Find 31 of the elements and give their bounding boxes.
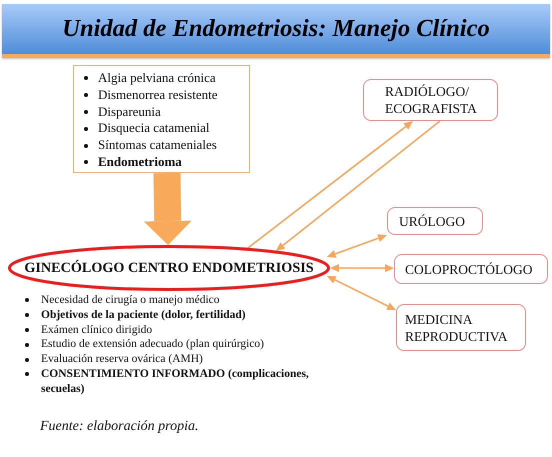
arrow xyxy=(326,234,387,258)
list-item: Síntomas catameniales xyxy=(98,137,217,154)
box-label: URÓLOGO xyxy=(399,212,465,230)
rounded-box xyxy=(363,79,498,121)
ellipse-node xyxy=(8,245,330,291)
list-item: Evaluación reserva ovárica (AMH) xyxy=(41,352,204,367)
arrow xyxy=(276,120,440,251)
rounded-box xyxy=(394,254,548,284)
list-item: Algia pelviana crónica xyxy=(98,70,216,87)
list-item: Necesidad de cirugía o manejo médico xyxy=(41,293,220,308)
list-box xyxy=(73,65,250,173)
list-item: CONSENTIMIENTO INFORMADO (complicaciones, secuelas) xyxy=(41,366,310,397)
list-item: Dismenorrea resistente xyxy=(98,86,218,104)
list-item: Exámen clínico dirigido xyxy=(41,322,154,338)
rounded-box xyxy=(396,304,526,351)
list-item: Objetivos de la paciente (dolor, fertilidad) xyxy=(41,308,247,323)
arrow xyxy=(330,264,394,272)
box-label: RADIÓLOGO/ ECOGRAFISTA xyxy=(385,83,478,117)
arrow xyxy=(326,276,396,310)
rounded-box xyxy=(387,207,483,235)
caption: Fuente: elaboración propia. xyxy=(40,419,199,435)
list-item: Disquecia catamenial xyxy=(98,120,210,138)
arrow xyxy=(247,121,413,249)
list-item: Estudio de extensión adecuado (plan quirúrgico) xyxy=(41,337,266,352)
box-label: COLOPROCTÓLOGO xyxy=(405,260,533,278)
title-text: Unidad de Endometriosis: Manejo Clínico xyxy=(62,15,490,43)
list-item: Dispareunia xyxy=(98,104,161,120)
block-arrow xyxy=(144,172,192,245)
node-label: GINECÓLOGO CENTRO ENDOMETRIOSIS xyxy=(24,260,314,276)
box-label: MEDICINA REPRODUCTIVA xyxy=(405,310,509,344)
list-item: Endometrioma xyxy=(98,154,182,171)
